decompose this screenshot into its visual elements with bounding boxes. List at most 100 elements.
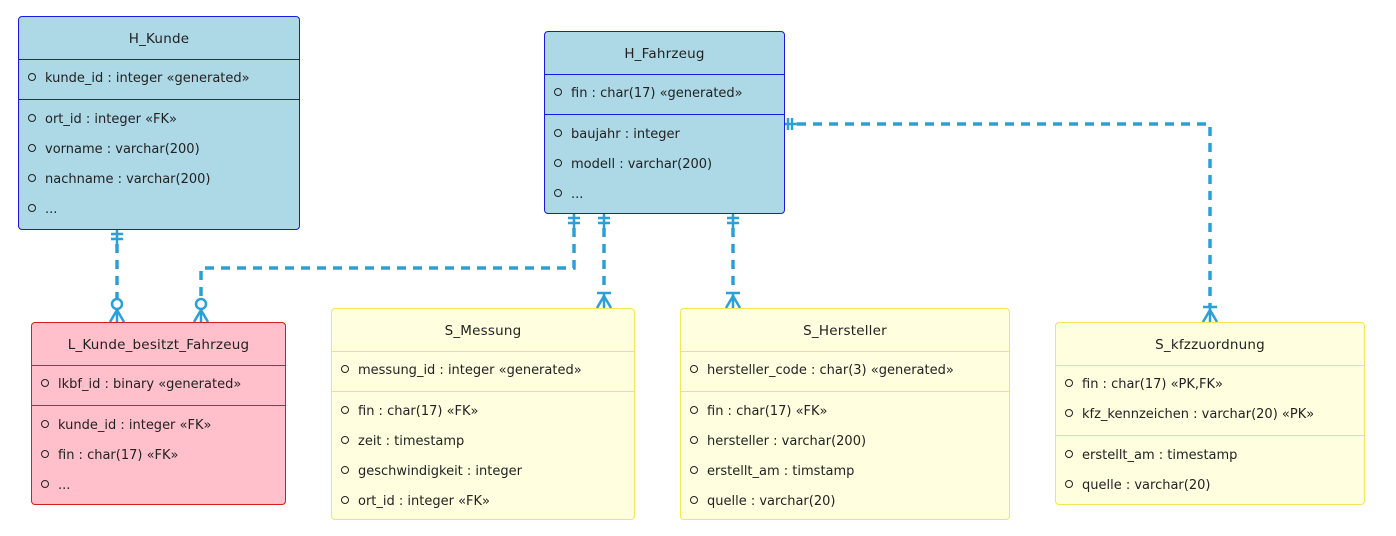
attribute-text: lkbf_id : binary «generated» [58, 377, 242, 392]
entity-title: S_Hersteller [681, 309, 1009, 352]
relationship-line [199, 228, 576, 298]
attribute-circle-icon [41, 480, 49, 488]
attribute-text: fin : char(17) «PK,FK» [1082, 377, 1223, 392]
attribute-row: ... [19, 195, 299, 225]
attribute-text: messung_id : integer «generated» [358, 363, 582, 378]
attribute-circle-icon [690, 406, 698, 414]
attribute-circle-icon [554, 88, 562, 96]
attribute-row: quelle : varchar(20) [681, 487, 1009, 517]
attribute-row: modell : varchar(200) [545, 150, 784, 180]
attribute-circle-icon [690, 365, 698, 373]
attribute-row: vorname : varchar(200) [19, 135, 299, 165]
attribute-row: ort_id : integer «FK» [332, 487, 634, 517]
attribute-circle-icon [28, 144, 36, 152]
attribute-row: zeit : timestamp [332, 427, 634, 457]
attribute-row: baujahr : integer [545, 120, 784, 150]
crows-foot-line [192, 309, 203, 323]
entity-s-messung[interactable]: S_Messung messung_id : integer «generate… [331, 308, 635, 520]
entity-title: S_Messung [332, 309, 634, 352]
attribute-text: kunde_id : integer «generated» [45, 71, 250, 86]
attribute-section: baujahr : integer modell : varchar(200) … [545, 115, 784, 214]
primary-key-section: kunde_id : integer «generated» [19, 60, 299, 100]
attribute-text: quelle : varchar(20) [1082, 478, 1211, 493]
attribute-circle-icon [341, 496, 349, 504]
attribute-row: lkbf_id : binary «generated» [32, 370, 285, 400]
attribute-row: kunde_id : integer «generated» [19, 64, 299, 94]
attribute-text: fin : char(17) «FK» [58, 448, 179, 463]
attribute-text: kunde_id : integer «FK» [58, 418, 212, 433]
entity-title: H_Kunde [19, 17, 299, 60]
attribute-section: erstellt_am : timestamp quelle : varchar… [1056, 436, 1364, 505]
attribute-text: erstellt_am : timestamp [1082, 448, 1238, 463]
attribute-circle-icon [1065, 450, 1073, 458]
entity-title: H_Fahrzeug [545, 32, 784, 75]
entity-l-kunde-besitzt-fahrzeug[interactable]: L_Kunde_besitzt_Fahrzeug lkbf_id : binar… [31, 322, 286, 505]
crows-foot-line [602, 295, 613, 309]
attribute-row: fin : char(17) «FK» [32, 441, 285, 471]
attribute-row: quelle : varchar(20) [1056, 471, 1364, 501]
attribute-circle-icon [554, 159, 562, 167]
attribute-circle-icon [1065, 379, 1073, 387]
primary-key-section: fin : char(17) «PK,FK» kfz_kennzeichen :… [1056, 366, 1364, 436]
zero-or-many-circle [110, 297, 124, 311]
attribute-row: nachname : varchar(200) [19, 165, 299, 195]
attribute-circle-icon [28, 114, 36, 122]
attribute-text: ... [45, 202, 58, 217]
entity-h-fahrzeug[interactable]: H_Fahrzeug fin : char(17) «generated» ba… [544, 31, 785, 214]
attribute-text: ... [58, 478, 71, 493]
attribute-text: hersteller : varchar(200) [707, 434, 867, 449]
attribute-row: erstellt_am : timstamp [681, 457, 1009, 487]
attribute-text: quelle : varchar(20) [707, 494, 836, 509]
attribute-circle-icon [28, 73, 36, 81]
attribute-row: hersteller_code : char(3) «generated» [681, 356, 1009, 386]
attribute-section: fin : char(17) «FK» zeit : timestamp ges… [332, 392, 634, 521]
attribute-text: ort_id : integer «FK» [358, 494, 490, 509]
attribute-circle-icon [690, 436, 698, 444]
crows-foot-line [595, 295, 606, 309]
entity-title: S_kfzzuordnung [1056, 323, 1364, 366]
attribute-text: fin : char(17) «FK» [358, 404, 479, 419]
attribute-row: fin : char(17) «generated» [545, 79, 784, 109]
attribute-text: zeit : timestamp [358, 434, 465, 449]
primary-key-section: messung_id : integer «generated» [332, 352, 634, 392]
crows-foot-line [1201, 309, 1212, 323]
entity-h-kunde[interactable]: H_Kunde kunde_id : integer «generated» o… [18, 16, 300, 230]
attribute-text: geschwindigkeit : integer [358, 464, 522, 479]
attribute-circle-icon [554, 189, 562, 197]
attribute-circle-icon [1065, 409, 1073, 417]
attribute-circle-icon [341, 365, 349, 373]
attribute-text: hersteller_code : char(3) «generated» [707, 363, 954, 378]
attribute-circle-icon [690, 466, 698, 474]
attribute-text: ... [571, 187, 584, 202]
attribute-section: ort_id : integer «FK» vorname : varchar(… [19, 100, 299, 229]
attribute-row: kunde_id : integer «FK» [32, 411, 285, 441]
crows-foot-line [199, 309, 210, 323]
attribute-text: fin : char(17) «FK» [707, 404, 828, 419]
attribute-row: ort_id : integer «FK» [19, 105, 299, 135]
attribute-row: kfz_kennzeichen : varchar(20) «PK» [1056, 400, 1364, 430]
attribute-text: erstellt_am : timstamp [707, 464, 855, 479]
attribute-circle-icon [341, 466, 349, 474]
attribute-circle-icon [41, 450, 49, 458]
attribute-row: messung_id : integer «generated» [332, 356, 634, 386]
relationship-line [797, 122, 1212, 307]
primary-key-section: fin : char(17) «generated» [545, 75, 784, 115]
attribute-section: kunde_id : integer «FK» fin : char(17) «… [32, 406, 285, 505]
entity-s-hersteller[interactable]: S_Hersteller hersteller_code : char(3) «… [680, 308, 1010, 520]
attribute-row: ... [545, 180, 784, 210]
attribute-text: vorname : varchar(200) [45, 142, 200, 157]
attribute-text: modell : varchar(200) [571, 157, 713, 172]
attribute-text: ort_id : integer «FK» [45, 112, 177, 127]
crows-foot-line [108, 309, 119, 323]
attribute-circle-icon [28, 174, 36, 182]
attribute-circle-icon [690, 496, 698, 504]
attribute-text: baujahr : integer [571, 127, 680, 142]
attribute-row: fin : char(17) «FK» [681, 397, 1009, 427]
attribute-circle-icon [554, 129, 562, 137]
primary-key-section: lkbf_id : binary «generated» [32, 366, 285, 406]
attribute-row: geschwindigkeit : integer [332, 457, 634, 487]
attribute-row: fin : char(17) «FK» [332, 397, 634, 427]
entity-s-kfzzuordnung[interactable]: S_kfzzuordnung fin : char(17) «PK,FK» kf… [1055, 322, 1365, 505]
attribute-circle-icon [41, 420, 49, 428]
crows-foot-line [724, 295, 735, 309]
